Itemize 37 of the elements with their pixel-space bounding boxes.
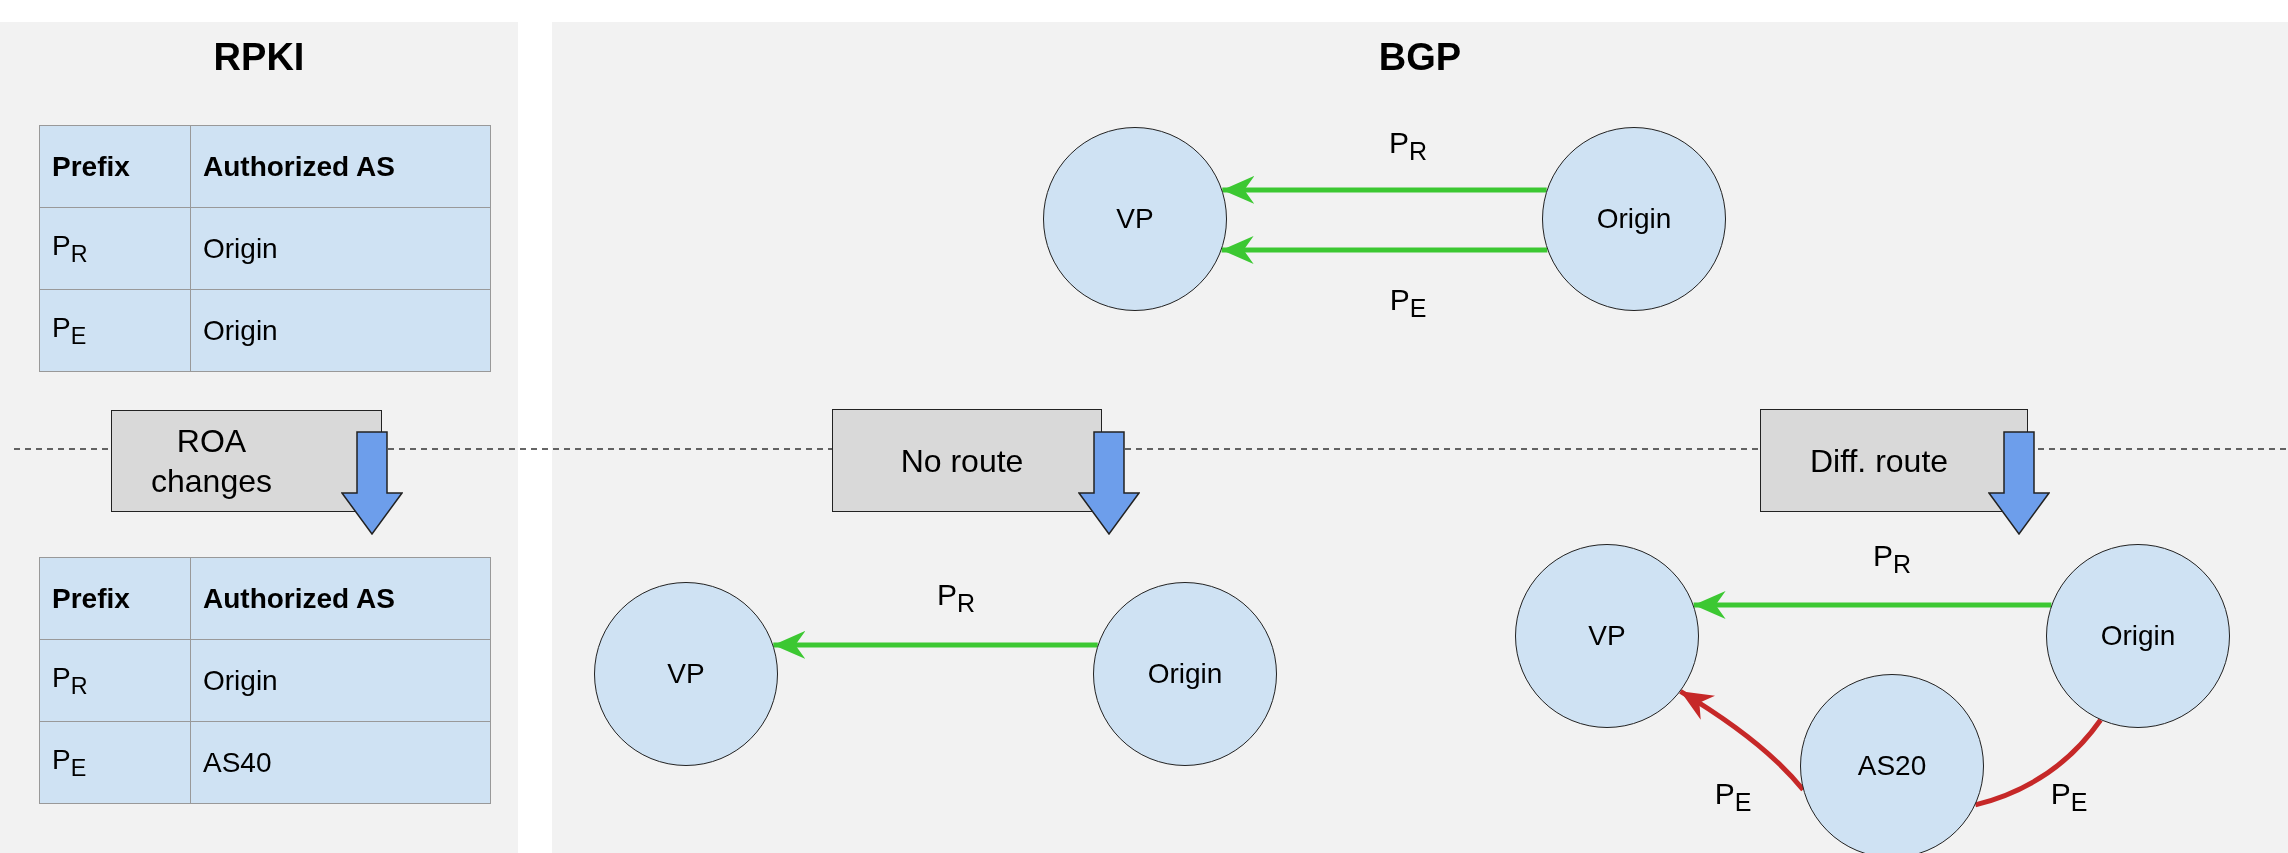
table-cell: Origin [190,639,491,722]
as-node-circle: Origin [2046,544,2230,728]
table-cell: P$_{R}$ [39,639,191,722]
box-label: No route [900,441,1024,481]
panel [552,22,2288,853]
table-header-cell: Prefix [39,125,191,208]
table-cell: P$_{E}$ [39,721,191,804]
arrow [773,630,1098,659]
as-node-circle: Origin [1542,127,1726,311]
table-cell: Origin [190,289,491,372]
arrow [1222,175,1547,204]
table-cell: AS40 [190,721,491,804]
table-header-cell: Authorized AS [190,557,491,640]
panel-title: BGP [1377,36,1463,79]
box-label: ROA changes [150,422,273,501]
edge-label: P$_{R}$ [936,578,976,618]
arrow [1679,689,1806,792]
table-cell: P$_{E}$ [39,289,191,372]
edge-label: P$_{E}$ [1714,777,1752,817]
table-cell: Origin [190,207,491,290]
arrow [1221,236,1548,264]
panel-title: RPKI [212,36,306,79]
as-node-circle: AS20 [1800,674,1984,853]
as-node-circle: VP [1515,544,1699,728]
table-header-cell: Authorized AS [190,125,491,208]
table-cell: P$_{R}$ [39,207,191,290]
as-node-circle: Origin [1093,582,1277,766]
connector-line [1974,718,2103,808]
as-node-circle: VP [1043,127,1227,311]
edge-label: P$_{E}$ [1389,283,1427,323]
box-label: Diff. route [1809,441,1949,481]
edge-label: P$_{R}$ [1872,539,1912,579]
edge-label: P$_{E}$ [2050,777,2088,817]
as-node-circle: VP [594,582,778,766]
table-header-cell: Prefix [39,557,191,640]
edge-label: P$_{R}$ [1388,126,1428,166]
arrow [1693,591,2052,619]
